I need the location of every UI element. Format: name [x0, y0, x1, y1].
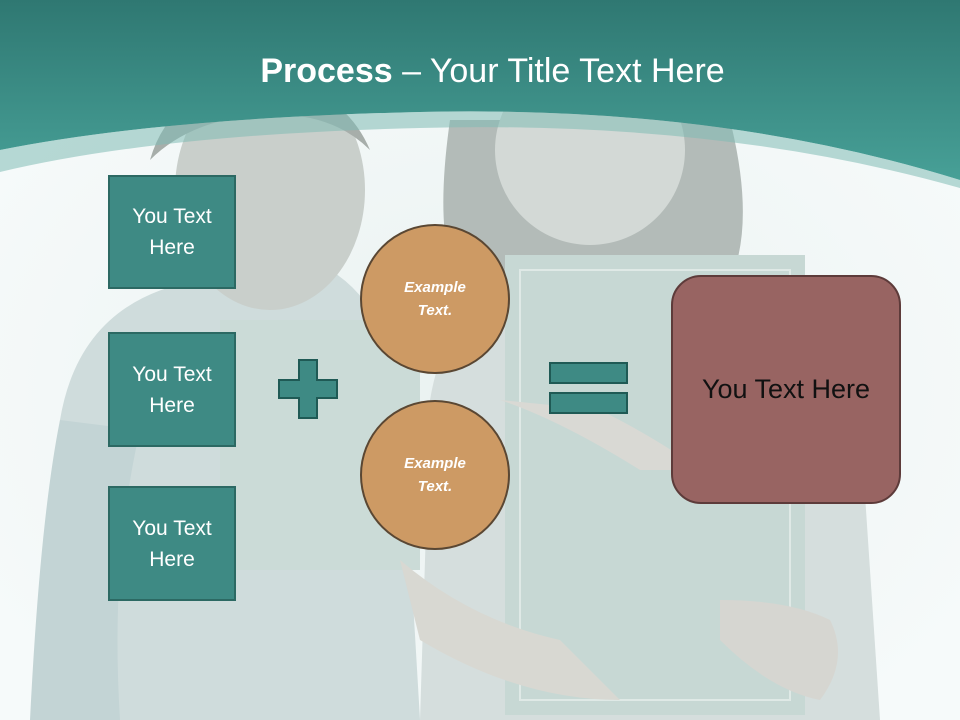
- step-box-label: You Text Here: [132, 516, 212, 571]
- header-banner: [0, 0, 960, 188]
- step-box-label: You Text Here: [132, 205, 212, 259]
- step-box-label: You Text Here: [132, 362, 212, 417]
- circle-label: Example Text.: [404, 455, 466, 495]
- step-box-1[interactable]: You Text Here: [108, 175, 236, 289]
- example-circle-1[interactable]: Example Text.: [360, 224, 510, 374]
- result-box[interactable]: You Text Here: [671, 275, 901, 504]
- plus-icon: [278, 359, 338, 419]
- title-bold: Process: [260, 52, 393, 90]
- result-label: You Text Here: [701, 374, 871, 404]
- page-title: Process – Your Title Text Here: [0, 52, 960, 91]
- circle-label: Example Text.: [404, 279, 466, 319]
- step-box-2[interactable]: You Text Here: [108, 332, 236, 447]
- step-box-3[interactable]: You Text Here: [108, 486, 236, 601]
- equals-icon: [549, 362, 628, 414]
- title-rest: – Your Title Text Here: [392, 52, 725, 90]
- example-circle-2[interactable]: Example Text.: [360, 400, 510, 550]
